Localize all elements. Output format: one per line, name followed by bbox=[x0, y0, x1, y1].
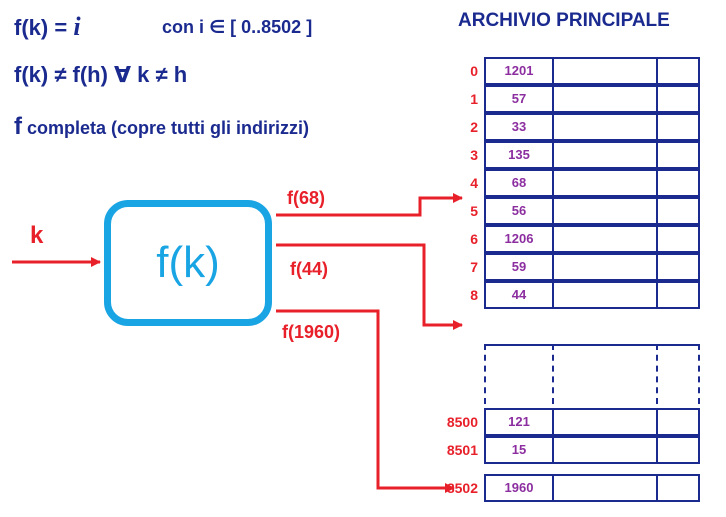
record-field-cell bbox=[656, 281, 700, 309]
formula-complete-text: completa (copre tutti gli indirizzi) bbox=[27, 118, 310, 138]
row-index: 2 bbox=[470, 119, 478, 135]
record-field-cell bbox=[552, 197, 658, 225]
record-key-cell: 135 bbox=[484, 141, 554, 169]
archive-row: 1 57 bbox=[470, 85, 700, 113]
row-index: 0 bbox=[470, 63, 478, 79]
record-field-cell bbox=[552, 57, 658, 85]
archive-row: 3 135 bbox=[470, 141, 700, 169]
record-field-cell bbox=[656, 197, 700, 225]
record-field-cell bbox=[656, 253, 700, 281]
record-field-cell bbox=[656, 85, 700, 113]
record-field-cell bbox=[552, 85, 658, 113]
arrow-label-f68: f(68) bbox=[287, 188, 326, 208]
row-index: 7 bbox=[470, 259, 478, 275]
record-field-cell bbox=[656, 57, 700, 85]
record-field-cell bbox=[552, 253, 658, 281]
formula-complete: f completa (copre tutti gli indirizzi) bbox=[14, 113, 309, 141]
record-field-cell bbox=[552, 408, 658, 436]
arrow-f44 bbox=[276, 243, 463, 330]
record-field-cell bbox=[552, 141, 658, 169]
record-key: 1960 bbox=[504, 480, 534, 495]
omitted-rows-gap bbox=[484, 344, 700, 404]
record-field-cell bbox=[552, 474, 658, 502]
archive-row: 0 1201 bbox=[470, 57, 700, 85]
record-key: 33 bbox=[511, 119, 527, 134]
archive-row: 2 33 bbox=[470, 113, 700, 141]
record-key: 59 bbox=[511, 259, 527, 274]
record-field-cell bbox=[552, 169, 658, 197]
arrow-label-f1960: f(1960) bbox=[282, 322, 341, 342]
gap-dashed-line bbox=[656, 344, 658, 404]
record-field-cell bbox=[656, 141, 700, 169]
formula-range-condition: con i ∈ [ 0..8502 ] bbox=[162, 17, 313, 37]
formula-mapping: f(k) = i bbox=[14, 12, 81, 42]
archive-row: 8502 1960 bbox=[447, 474, 700, 502]
row-index: 8501 bbox=[446, 442, 478, 458]
arrow-f1960 bbox=[276, 309, 455, 493]
archive-row: 6 1206 bbox=[470, 225, 700, 253]
row-index: 4 bbox=[470, 175, 478, 191]
record-key-cell: 1960 bbox=[484, 474, 554, 502]
record-key: 121 bbox=[508, 414, 530, 429]
row-index: 5 bbox=[470, 203, 478, 219]
record-field-cell bbox=[552, 436, 658, 464]
gap-dashed-line bbox=[698, 344, 700, 404]
record-field-cell bbox=[656, 225, 700, 253]
record-field-cell bbox=[552, 113, 658, 141]
formula-f: f bbox=[14, 113, 22, 140]
gap-dashed-line bbox=[552, 344, 554, 404]
gap-top-border bbox=[484, 344, 700, 346]
archive-row: 8501 15 bbox=[447, 436, 700, 464]
record-field-cell bbox=[656, 113, 700, 141]
formula-equals: = bbox=[54, 15, 68, 40]
record-key: 135 bbox=[508, 147, 530, 162]
record-field-cell bbox=[656, 169, 700, 197]
record-key-cell: 56 bbox=[484, 197, 554, 225]
row-index: 8500 bbox=[446, 414, 478, 430]
archive-row: 5 56 bbox=[470, 197, 700, 225]
record-key-cell: 33 bbox=[484, 113, 554, 141]
record-key-cell: 44 bbox=[484, 281, 554, 309]
record-field-cell bbox=[656, 474, 700, 502]
row-index: 8502 bbox=[446, 480, 478, 496]
formula-i: i bbox=[73, 12, 81, 41]
record-key-cell: 59 bbox=[484, 253, 554, 281]
record-key-cell: 15 bbox=[484, 436, 554, 464]
row-index: 8 bbox=[470, 287, 478, 303]
record-field-cell bbox=[656, 436, 700, 464]
record-key-cell: 1206 bbox=[484, 225, 554, 253]
arrow-label-f44: f(44) bbox=[290, 259, 329, 279]
hash-function-box: f(k) bbox=[104, 200, 272, 326]
record-key: 68 bbox=[511, 175, 527, 190]
input-k-label: k bbox=[30, 222, 44, 249]
record-field-cell bbox=[552, 225, 658, 253]
formula-injective: f(k) ≠ f(h) ∀ k ≠ h bbox=[14, 62, 188, 87]
formula-fk: f(k) bbox=[14, 15, 49, 40]
record-field-cell bbox=[656, 408, 700, 436]
record-field-cell bbox=[552, 281, 658, 309]
archive-row: 4 68 bbox=[470, 169, 700, 197]
record-key: 57 bbox=[511, 91, 527, 106]
row-index: 6 bbox=[470, 231, 478, 247]
row-index: 3 bbox=[470, 147, 478, 163]
archive-row: 7 59 bbox=[470, 253, 700, 281]
arrow-f68 bbox=[276, 193, 463, 217]
record-key: 44 bbox=[511, 287, 527, 302]
record-key-cell: 57 bbox=[484, 85, 554, 113]
record-key: 15 bbox=[511, 442, 527, 457]
record-key-cell: 1201 bbox=[484, 57, 554, 85]
archive-row: 8 44 bbox=[470, 281, 700, 309]
record-key: 56 bbox=[511, 203, 527, 218]
record-key: 1201 bbox=[504, 63, 534, 78]
archive-title: ARCHIVIO PRINCIPALE bbox=[458, 10, 670, 31]
record-key: 1206 bbox=[504, 231, 534, 246]
record-key-cell: 68 bbox=[484, 169, 554, 197]
record-key-cell: 121 bbox=[484, 408, 554, 436]
row-index: 1 bbox=[470, 91, 478, 107]
archive-row: 8500 121 bbox=[447, 408, 700, 436]
gap-dashed-line bbox=[484, 344, 486, 404]
